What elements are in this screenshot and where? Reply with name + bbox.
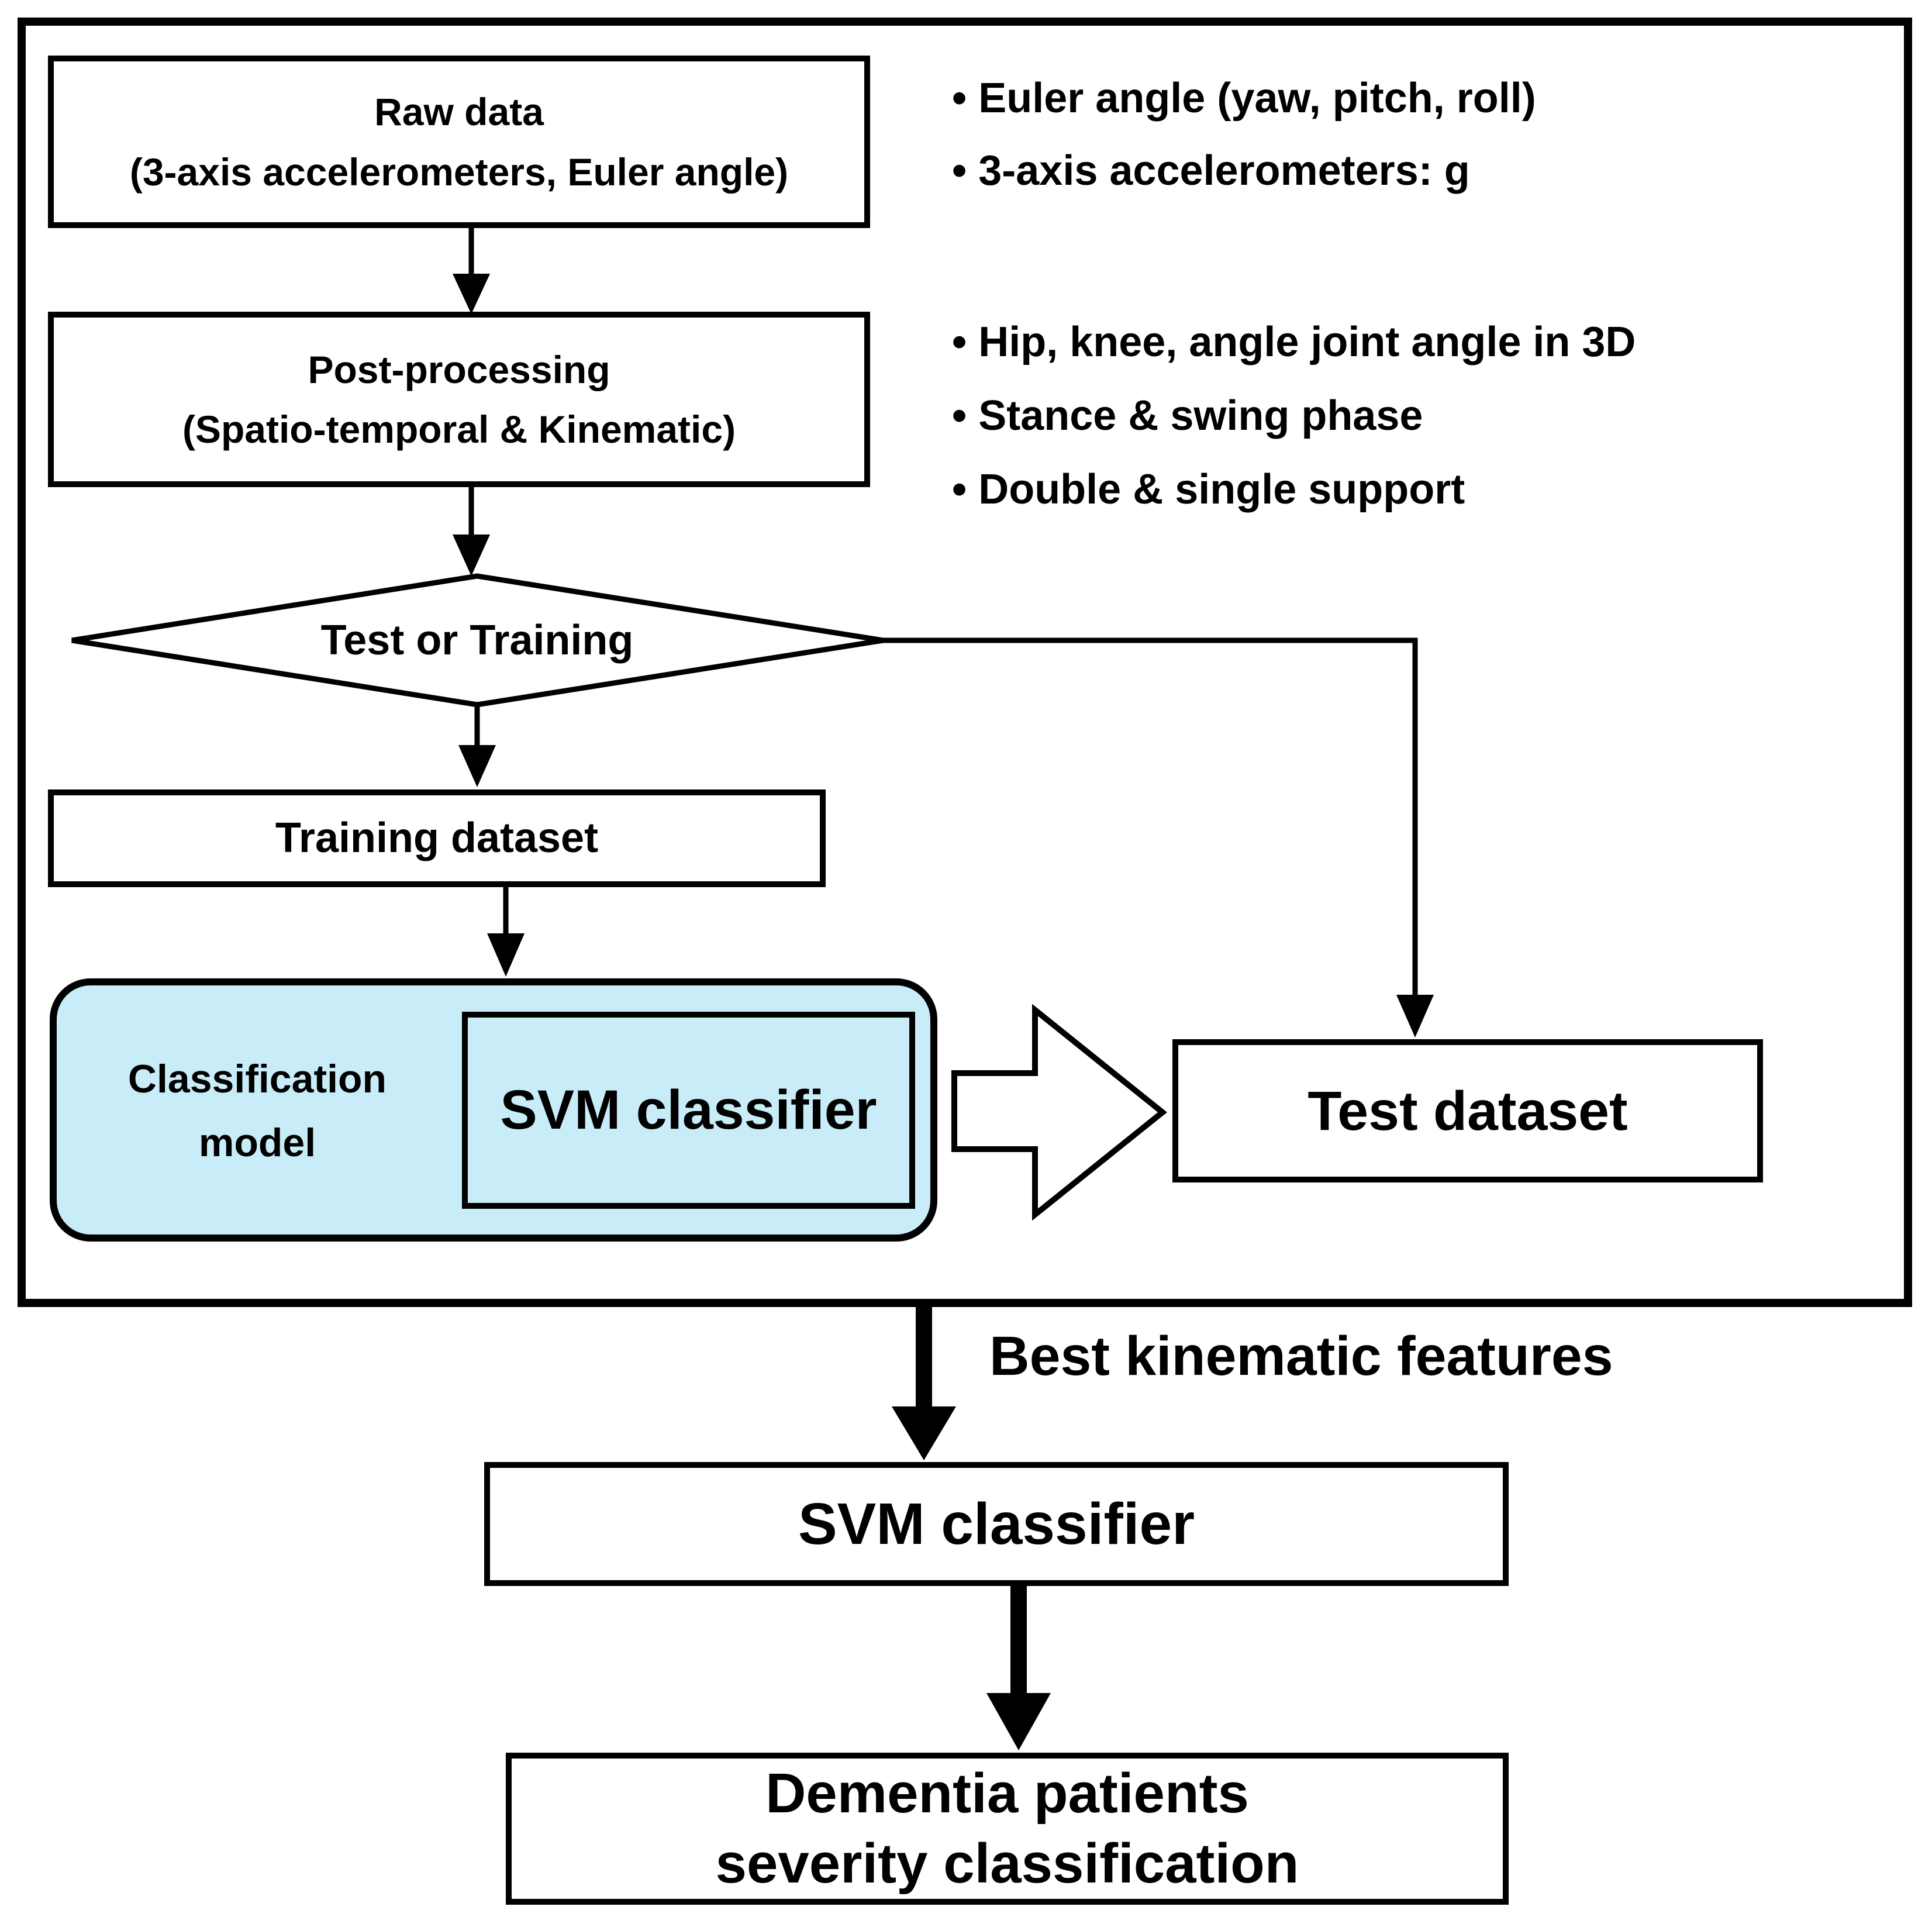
svm-classifier-inner-label: SVM classifier [500,1079,877,1141]
training-dataset-label: Training dataset [275,814,599,861]
classification-model-line1: Classification [127,1057,387,1102]
block-arrow-model-to-test [951,1004,1167,1221]
bullet-item: • Euler angle (yaw, pitch, roll) [952,75,1536,122]
svm-classifier-final-label: SVM classifier [798,1491,1195,1557]
arrow-raw-to-postprocessing [453,228,490,314]
arrow-decision-to-training [458,705,496,787]
test-dataset-label: Test dataset [1307,1080,1628,1142]
thick-arrow-to-result [986,1585,1051,1750]
thick-arrow-to-svm [892,1301,956,1460]
node-post-processing: Post-processing (Spatio-temporal & Kinem… [48,312,870,487]
post-processing-line2: (Spatio-temporal & Kinematic) [182,408,736,451]
dementia-result-line1: Dementia patients [765,1762,1249,1825]
bullet-item: • Stance & swing phase [952,392,1423,439]
node-svm-classifier-inner: SVM classifier [462,1012,915,1209]
decision-diamond-label: Test or Training [320,617,634,664]
raw-data-bullet-list: • Euler angle (yaw, pitch, roll) • 3-axi… [952,62,1536,207]
bullet-item: • Double & single support [952,466,1465,513]
node-raw-data: Raw data (3-axis accelerometers, Euler a… [48,56,870,228]
big-arrow-label: Best kinematic features [989,1325,1613,1387]
outer-frame [18,18,1912,1307]
classification-model-line2: model [198,1120,316,1165]
raw-data-line1: Raw data [374,90,544,134]
node-dementia-result: Dementia patients severity classificatio… [506,1753,1509,1905]
node-test-dataset: Test dataset [1172,1039,1763,1182]
classification-model-label: Classification model [58,1029,456,1193]
bullet-item: • Hip, knee, angle joint angle in 3D [952,319,1636,366]
post-processing-line1: Post-processing [308,347,610,391]
raw-data-line2: (3-axis accelerometers, Euler angle) [129,150,789,194]
bullet-item: • 3-axis accelerometers: g [952,147,1470,194]
node-training-dataset: Training dataset [48,789,826,887]
arrow-postprocessing-to-decision [453,487,490,576]
post-processing-bullet-list: • Hip, knee, angle joint angle in 3D • S… [952,305,1636,526]
dementia-result-line2: severity classification [715,1832,1299,1895]
connector-decision-to-test-dataset [883,637,1434,1037]
node-svm-classifier-final: SVM classifier [484,1462,1509,1586]
arrow-training-to-classification [487,886,525,977]
